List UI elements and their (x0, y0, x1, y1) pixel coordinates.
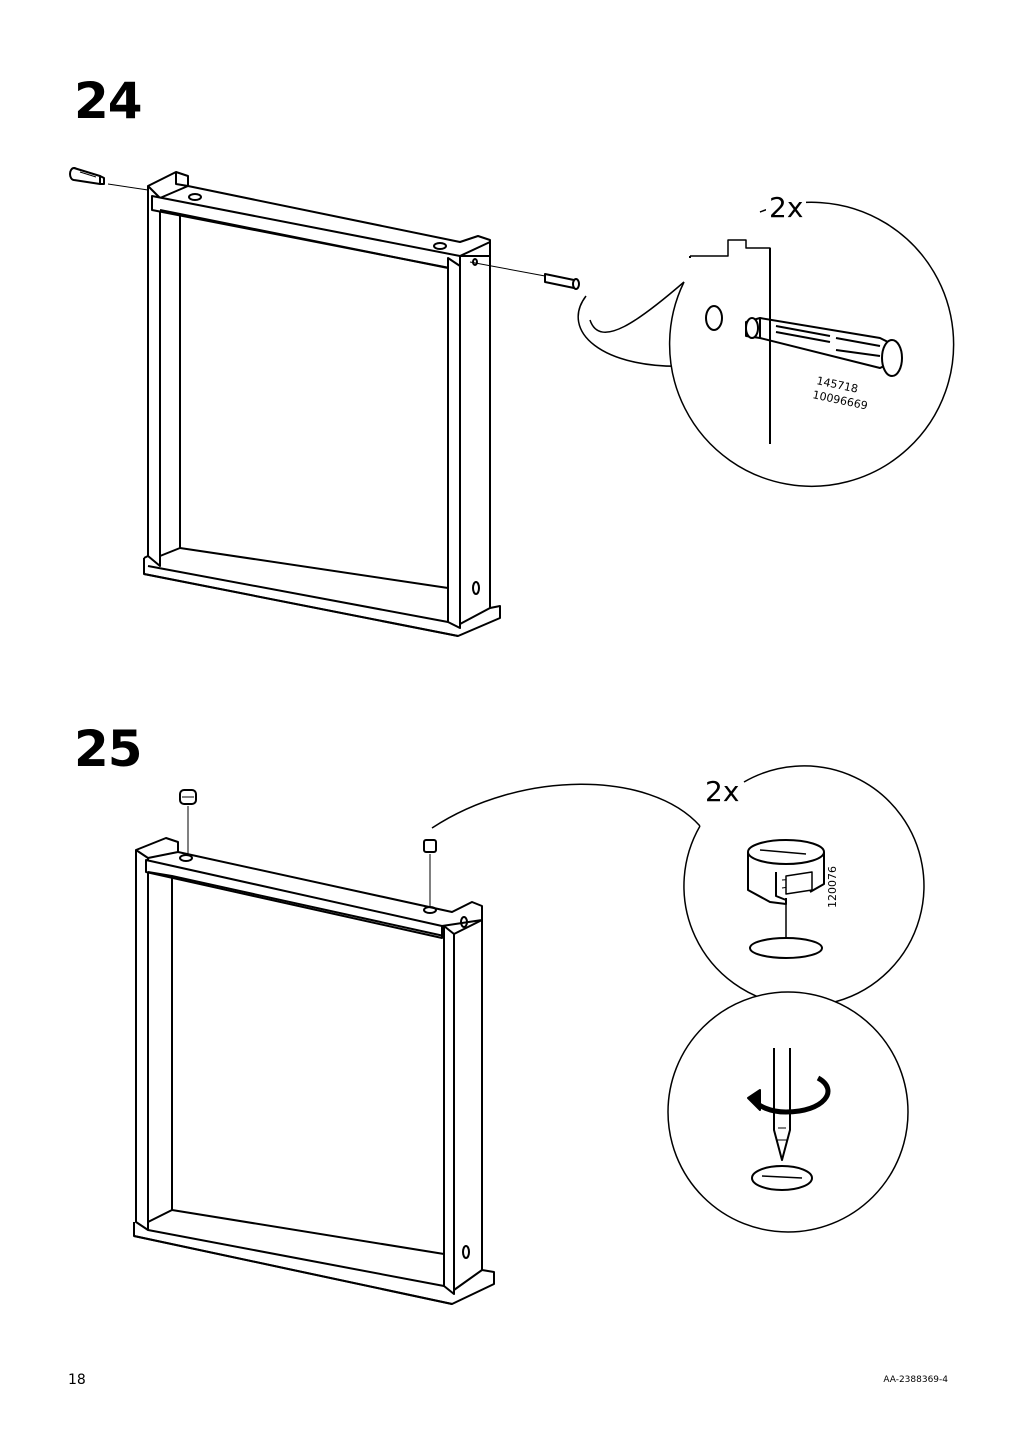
cam-lock-small-icon-left (179, 789, 197, 805)
step-24-quantity: 2x (766, 194, 807, 222)
frame-panel-icon (133, 837, 495, 1305)
cam-lock-small-icon-right (423, 839, 437, 853)
screwdriver-icon (773, 1048, 791, 1161)
document-id: AA-2388369-4 (883, 1375, 948, 1385)
rotate-arrow-icon (747, 1075, 831, 1115)
dowel-large-icon (745, 317, 903, 377)
step-24-illustration: 145718 10096669 (69, 167, 955, 637)
frame-panel-icon (143, 171, 501, 637)
page-number: 18 (68, 1372, 86, 1388)
cam-lock-large-icon (747, 839, 825, 905)
dowel-right-icon (544, 273, 580, 290)
step-25-quantity: 2x (702, 778, 743, 806)
dowel-detail-circle (589, 201, 955, 488)
step-25-number: 25 (74, 720, 143, 778)
part-number-120076: 120076 (826, 866, 839, 908)
step-24-number: 24 (74, 72, 143, 130)
dowel-left-icon (69, 167, 105, 185)
screwdriver-detail-circle (667, 991, 909, 1233)
